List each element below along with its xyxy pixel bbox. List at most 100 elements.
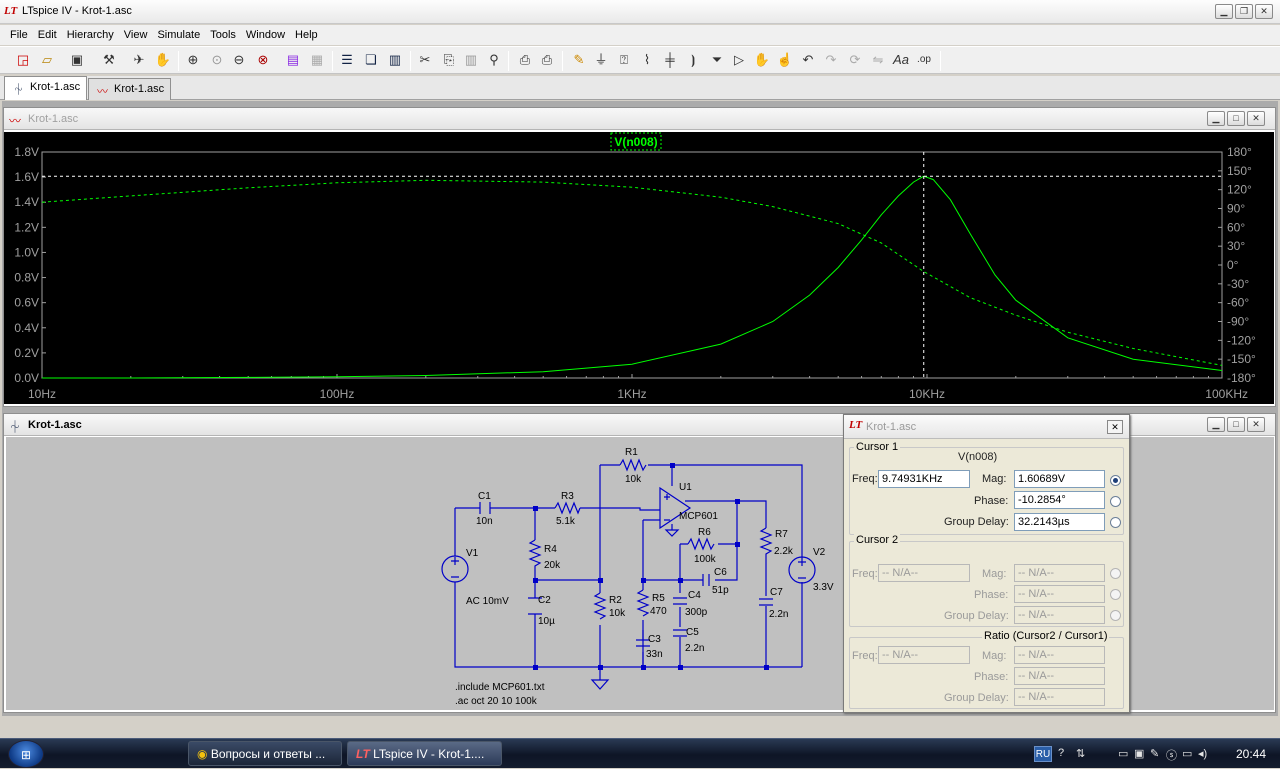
zoom-fit-icon[interactable]: ⊗ [257, 52, 269, 67]
save-icon[interactable]: ▣ [70, 52, 84, 67]
capacitor-c1[interactable] [479, 502, 491, 514]
cursor1-phase-radio[interactable] [1110, 496, 1121, 507]
wire-icon[interactable]: ✎ [573, 52, 585, 67]
battery-icon[interactable]: ▭ [1182, 748, 1193, 760]
text-icon[interactable]: Aa [893, 52, 909, 67]
rotate-icon[interactable]: ⟳ [849, 52, 861, 67]
resistor-r2[interactable] [593, 592, 607, 620]
maximize-icon[interactable]: □ [1227, 111, 1245, 126]
menu-view[interactable]: View [123, 29, 148, 41]
taskbar-item-ltspice[interactable]: LT LTspice IV - Krot-1.... [347, 741, 502, 766]
minimize-icon[interactable]: ▁ [1207, 417, 1225, 432]
minimize-icon[interactable]: ▁ [1215, 4, 1233, 19]
tab-waveform[interactable]: 〰 Krot-1.asc [88, 78, 172, 100]
restore-icon[interactable]: ❐ [1235, 4, 1253, 19]
close-icon[interactable]: ✕ [1247, 417, 1265, 432]
capacitor-c5[interactable] [673, 629, 687, 637]
volume-icon[interactable]: ◂) [1198, 748, 1208, 760]
cursor1-phase-field[interactable]: -10.2854° [1014, 491, 1105, 509]
label-net-icon[interactable]: ⍰ [620, 52, 628, 67]
zoom-out-icon[interactable]: ⊖ [233, 52, 245, 67]
ground-icon[interactable]: ⏚ [594, 52, 608, 67]
close-icon[interactable]: ✕ [1255, 4, 1273, 19]
cascade-icon[interactable]: ❏ [365, 52, 377, 67]
print-setup-icon[interactable]: ⎙ [519, 52, 531, 67]
taskbar-item-browser[interactable]: ◉ Вопросы и ответы ... [188, 741, 342, 766]
print-icon[interactable]: ⎙ [541, 52, 553, 67]
cursor1-gd-radio[interactable] [1110, 517, 1121, 528]
component-icon[interactable]: ▷ [734, 52, 744, 67]
zoom-in-icon[interactable]: ⊕ [187, 52, 199, 67]
tab-schematic[interactable]: ⏆ Krot-1.asc [4, 76, 88, 100]
cursor1-mag-radio[interactable] [1110, 475, 1121, 486]
diode-icon[interactable]: ⏷ [711, 52, 723, 67]
language-indicator[interactable]: RU [1034, 746, 1052, 762]
menu-hierarchy[interactable]: Hierarchy [66, 29, 114, 41]
capacitor-c3[interactable] [636, 639, 650, 647]
resistor-r1[interactable] [619, 458, 647, 472]
menu-edit[interactable]: Edit [37, 29, 57, 41]
help-icon[interactable]: ? [1058, 747, 1065, 759]
menu-tools[interactable]: Tools [210, 29, 236, 41]
resistor-r5[interactable] [636, 589, 650, 617]
cut-icon[interactable]: ✂ [419, 52, 431, 67]
schematic-drawing[interactable]: C1 10n R3 5.1k R1 10k U1 MCP601 R6 100k … [6, 437, 1274, 710]
voltage-source-v2[interactable] [788, 556, 816, 584]
redo-icon[interactable]: ↷ [825, 52, 837, 67]
drag-icon[interactable]: ☝ [776, 52, 794, 67]
mirror-icon[interactable]: ⇋ [872, 52, 884, 67]
autorange-icon[interactable]: ▤ [286, 52, 300, 67]
halt-icon[interactable]: ✋ [154, 52, 172, 67]
display-icon[interactable]: ▣ [1134, 748, 1145, 760]
resistor-r3[interactable] [554, 501, 581, 515]
capacitor-c7[interactable] [759, 598, 773, 606]
run-icon[interactable]: ✈ [133, 52, 145, 67]
pan-icon[interactable]: ⊙ [211, 52, 223, 67]
find-icon[interactable]: ⚲ [489, 52, 499, 67]
capacitor-c6[interactable] [702, 574, 710, 586]
spice-directive-icon[interactable]: .op [917, 54, 931, 65]
tile-horizontal-icon[interactable]: ☰ [341, 52, 353, 67]
capacitor-icon[interactable]: ╪ [665, 52, 675, 67]
undo-icon[interactable]: ↶ [802, 52, 814, 67]
menu-file[interactable]: File [10, 29, 28, 41]
paste-icon[interactable]: ▥ [464, 52, 478, 67]
spice-directive-include[interactable]: .include MCP601.txt [455, 682, 545, 693]
capacitor-c2[interactable] [528, 597, 542, 615]
skype-icon[interactable]: ⓢ [1166, 750, 1177, 762]
resistor-icon[interactable]: ⌇ [643, 52, 651, 67]
cursor1-mag-field[interactable]: 1.60689V [1014, 470, 1105, 488]
resistor-r7[interactable] [759, 527, 773, 560]
move-icon[interactable]: ✋ [753, 52, 771, 67]
start-button[interactable]: ⊞ [8, 740, 44, 768]
menu-window[interactable]: Window [245, 29, 286, 41]
resistor-r6[interactable] [687, 537, 715, 551]
network-icon[interactable]: ⇅ [1076, 748, 1086, 760]
copy-icon[interactable]: ⎘ [443, 52, 455, 67]
menu-simulate[interactable]: Simulate [157, 29, 201, 41]
tray-app-icon[interactable]: ▭ [1118, 748, 1129, 760]
grid-icon[interactable]: ▦ [310, 52, 324, 67]
opamp-u1[interactable] [659, 486, 692, 530]
menu-bar: File Edit Hierarchy View Simulate Tools … [0, 25, 1280, 45]
open-schematic-icon[interactable]: ◲ [16, 52, 30, 67]
spice-directive-ac[interactable]: .ac oct 20 10 100k [455, 696, 538, 707]
tray-tool-icon[interactable]: ✎ [1150, 748, 1160, 760]
open-folder-icon[interactable]: ▱ [42, 52, 52, 67]
close-icon[interactable]: ✕ [1247, 111, 1265, 126]
waveform-chart[interactable]: 0.0V0.2V0.4V0.6V0.8V1.0V1.2V1.4V1.6V1.8V… [4, 132, 1274, 404]
inductor-icon[interactable]: ⦘ [690, 52, 696, 67]
ratio-gd-field: -- N/A-- [1014, 688, 1105, 706]
cursor1-gd-field[interactable]: 32.2143µs [1014, 513, 1105, 531]
voltage-source-v1[interactable] [441, 555, 469, 583]
cursor1-freq-field[interactable]: 9.74931KHz [878, 470, 970, 488]
control-panel-icon[interactable]: ⚒ [103, 52, 115, 67]
minimize-icon[interactable]: ▁ [1207, 111, 1225, 126]
resistor-r4[interactable] [528, 539, 542, 572]
maximize-icon[interactable]: □ [1227, 417, 1245, 432]
capacitor-c4[interactable] [673, 597, 687, 605]
tile-vertical-icon[interactable]: ▥ [388, 52, 402, 67]
close-icon[interactable]: ✕ [1107, 420, 1123, 434]
menu-help[interactable]: Help [295, 29, 318, 41]
